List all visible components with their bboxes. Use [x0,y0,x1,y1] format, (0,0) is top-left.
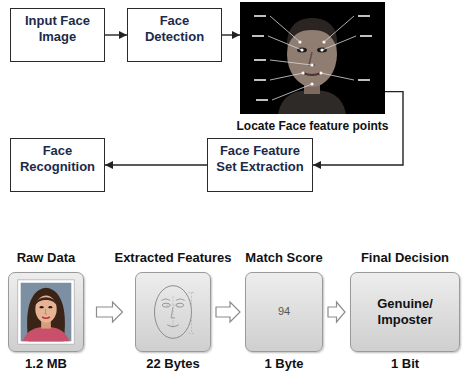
flow-arrow [222,34,240,35]
label-holder: 1 Byte [264,357,303,372]
process-box: Face Recognition [10,138,105,192]
label-holder: Raw Data [17,251,76,266]
flow-arrow [105,34,127,35]
data-size: 1 Byte [264,357,303,372]
label-holder: Match Score [245,251,322,266]
box-label: Input Face Image [15,13,100,44]
label-holder: Final Decision [361,251,449,266]
stage-heading: Extracted Features [114,251,231,266]
data-size: 22 Bytes [146,357,199,372]
stage-heading: Match Score [245,251,322,266]
node-body: Face Feature Set Extraction [208,139,312,178]
data-size: 1.2 MB [25,357,67,372]
block-arrow [216,302,240,322]
node-body: Input Face Image [11,9,104,48]
node-body: 94 [246,273,322,351]
process-box: Face Detection [127,8,222,62]
label-holder: 22 Bytes [146,357,199,372]
label-holder: 1.2 MB [25,357,67,372]
face-portrait [9,273,83,351]
feature-sketch [136,273,210,351]
flow-arrow [105,164,207,165]
stage-card: Raw Data1.2 MB [8,272,84,352]
stage-heading: Final Decision [361,251,449,266]
stage-card: Genuine/ ImposterFinal Decision1 Bit [350,272,460,352]
label-holder: Extracted Features [114,251,231,266]
block-arrow [328,302,345,322]
node-body [9,273,83,351]
data-size: 1 Bit [391,357,419,372]
stage-card: 94Match Score1 Byte [245,272,323,352]
node-body [240,2,385,114]
node-body: Face Recognition [11,139,104,178]
decision-text: Genuine/ Imposter [355,296,455,327]
node-body [136,273,210,351]
process-box: Face Feature Set Extraction [207,138,313,192]
face-photo-node: Locate Face feature points [240,2,385,114]
match-score: 94 [278,305,290,318]
node-body: Genuine/ Imposter [351,273,459,351]
node-body: Face Detection [128,9,221,48]
box-label: Face Detection [132,13,217,44]
face-photo [240,2,385,114]
stage-heading: Raw Data [17,251,76,266]
process-box: Input Face Image [10,8,105,62]
label-holder: Locate Face feature points [236,120,388,134]
block-arrow [97,302,123,322]
label-holder: 1 Bit [391,357,419,372]
stage-card: Extracted Features22 Bytes [135,272,211,352]
box-label: Face Recognition [15,143,100,174]
box-label: Face Feature Set Extraction [212,143,308,174]
photo-caption: Locate Face feature points [236,120,388,134]
